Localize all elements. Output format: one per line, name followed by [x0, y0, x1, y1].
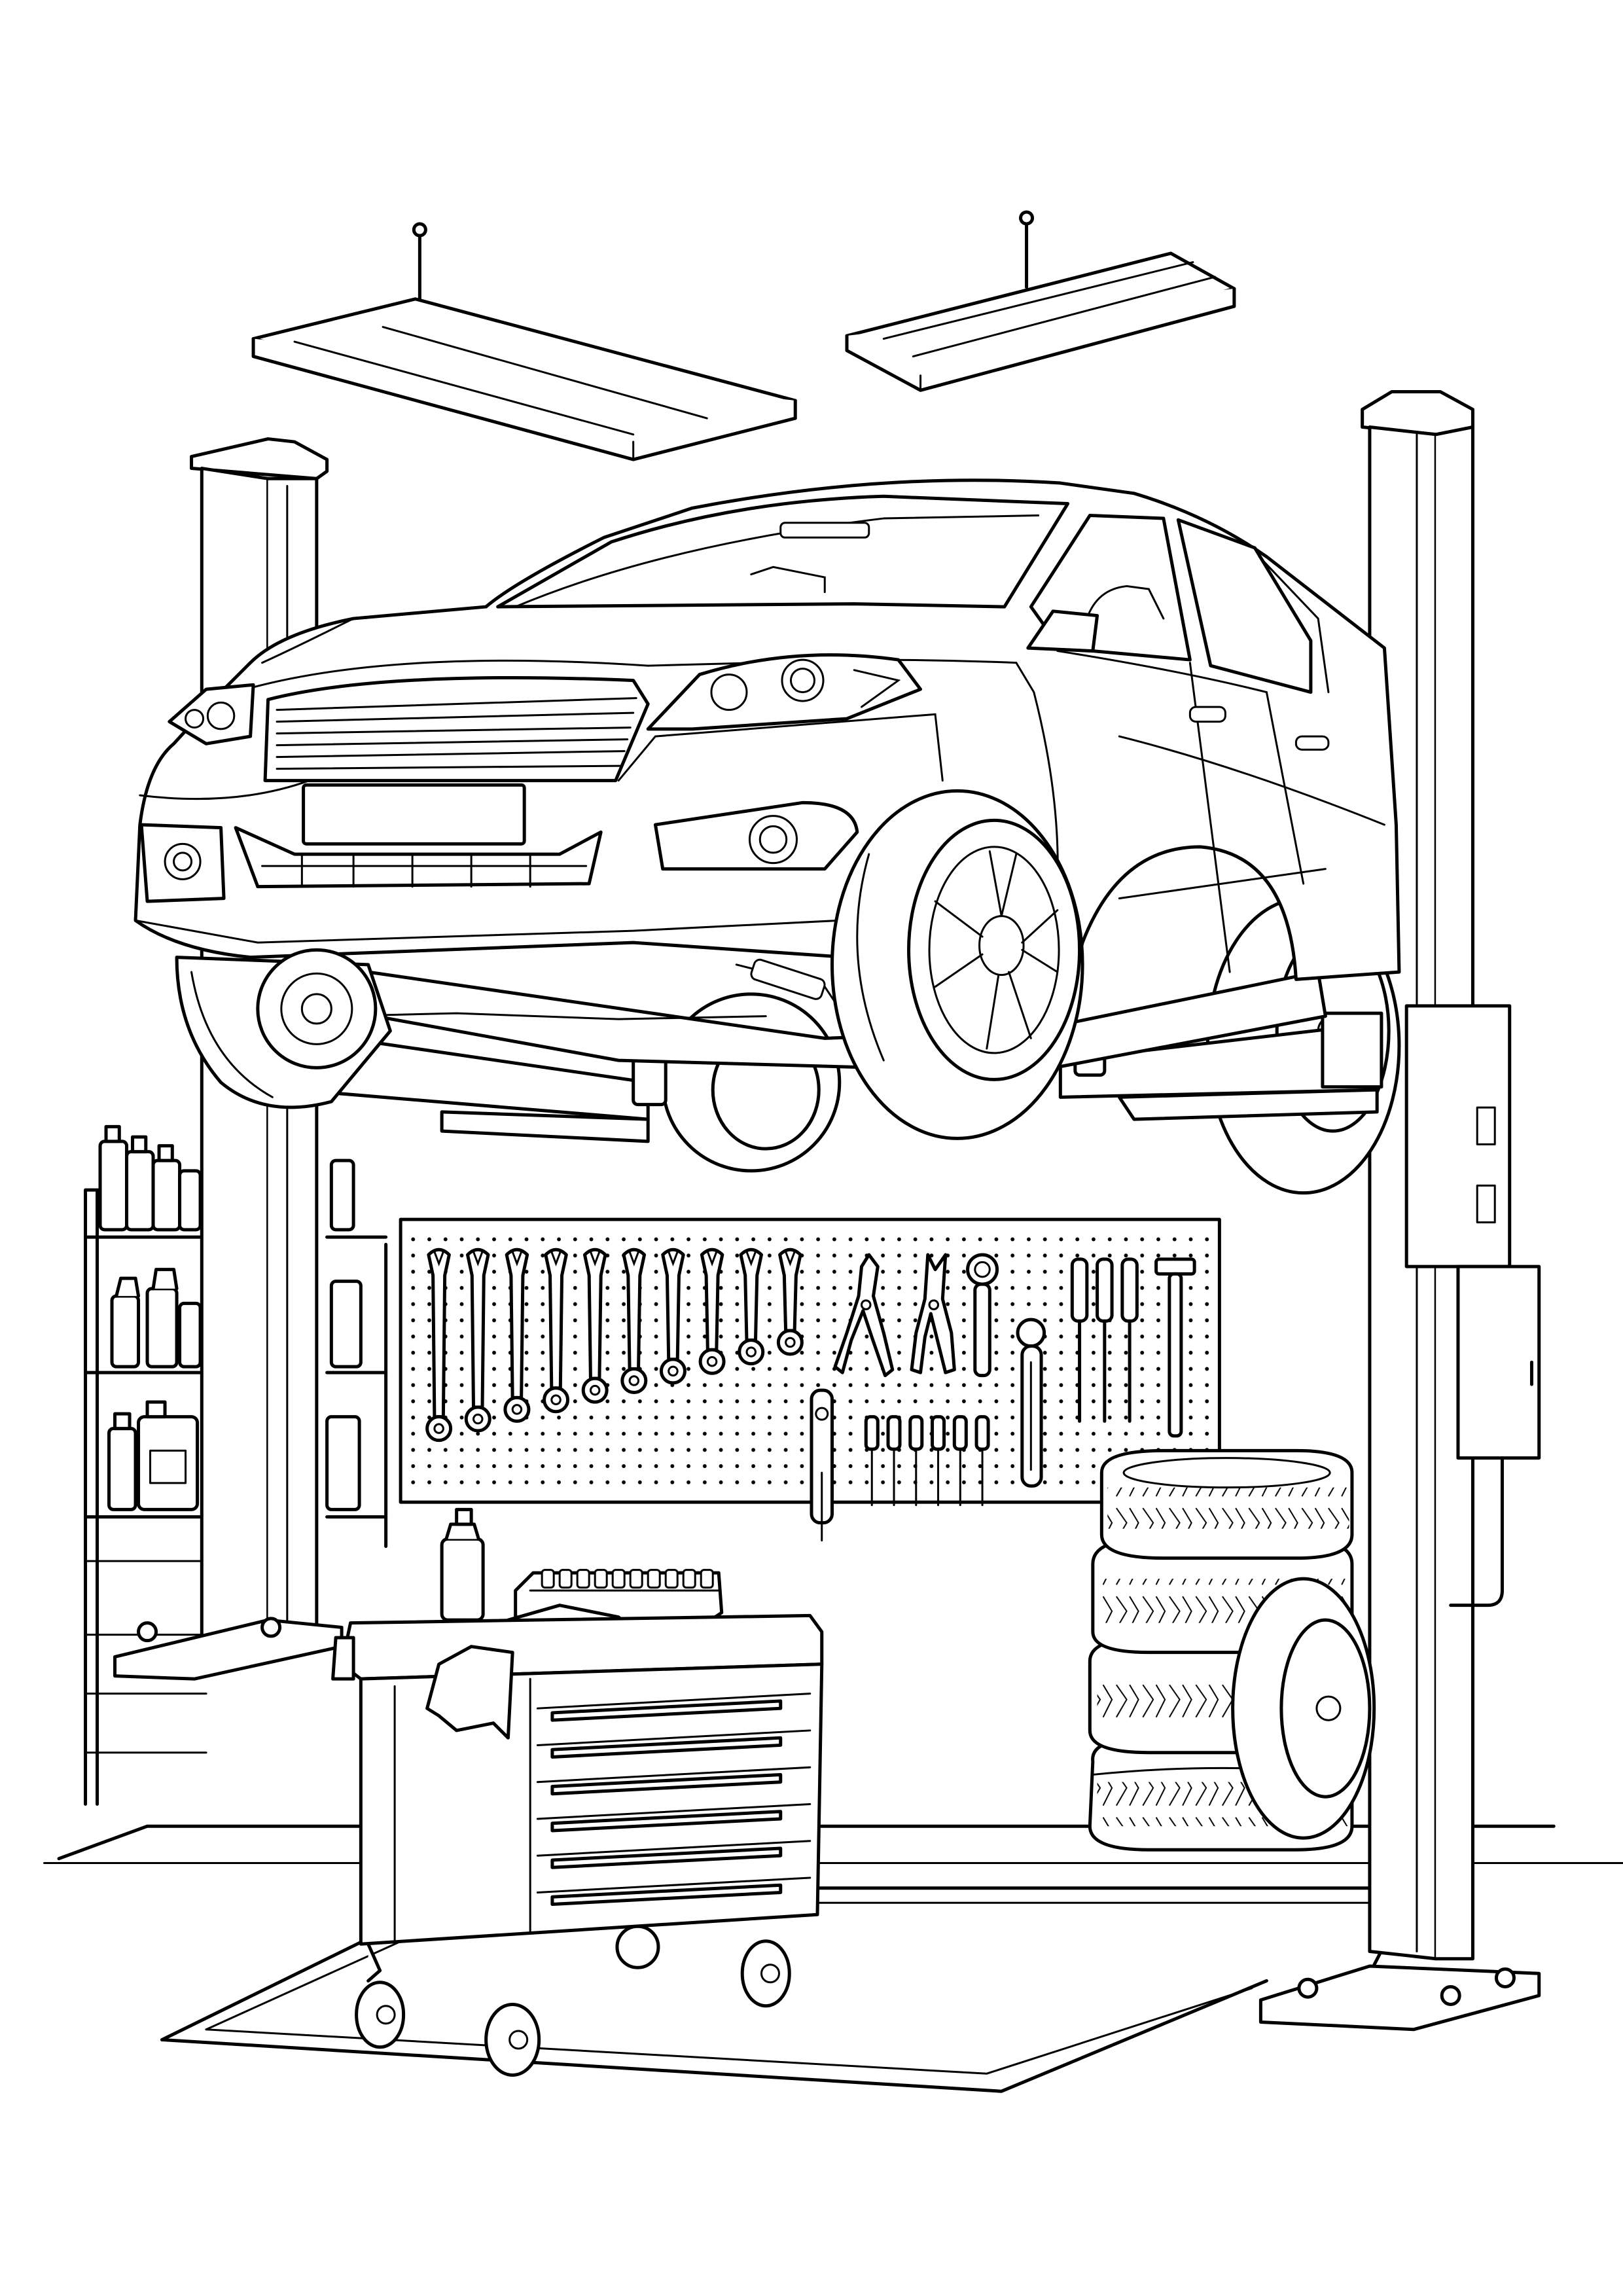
right-shelf-items [327, 1160, 361, 1509]
hammer [1156, 1259, 1195, 1436]
cart-top-items [442, 1509, 722, 1634]
cart-caster [486, 2004, 539, 2075]
wrench [544, 1249, 568, 1412]
wrench [740, 1249, 763, 1363]
wrench [427, 1249, 451, 1440]
front-wheel-left [177, 950, 390, 1107]
lift-arm-right [1060, 1013, 1382, 1119]
wrench [466, 1249, 490, 1431]
ceiling-light-left [253, 224, 795, 459]
lift-control-box [1406, 1006, 1539, 1605]
wrench [700, 1249, 724, 1373]
license-plate [304, 785, 525, 844]
screwdriver [866, 1417, 878, 1505]
leaning-wheel [1233, 1579, 1374, 1838]
lower-grille [236, 828, 601, 887]
ratchet-handle [968, 1255, 1044, 1486]
cart-caster [617, 1926, 658, 1967]
screwdriver [1097, 1259, 1113, 1422]
wrench [622, 1249, 646, 1392]
car [135, 480, 1399, 1072]
rear-side-window [1178, 520, 1311, 692]
screwdriver [910, 1417, 922, 1505]
socket [701, 1570, 713, 1588]
socket [560, 1570, 571, 1588]
oil-bottle [100, 1126, 200, 1230]
socket [577, 1570, 589, 1588]
screwdriver [954, 1417, 966, 1505]
socket [630, 1570, 642, 1588]
screwdriver [933, 1417, 944, 1505]
front-wheel-right [832, 791, 1083, 1138]
supply-shelf [86, 1126, 386, 1804]
screwdriver [976, 1417, 988, 1505]
tool-cart [333, 1509, 822, 2075]
screwdriver [888, 1417, 900, 1505]
screwdrivers [866, 1259, 1137, 1505]
wrench [661, 1249, 685, 1383]
wrench [505, 1249, 529, 1421]
cart-caster [357, 1944, 404, 2047]
socket [666, 1570, 677, 1588]
socket [648, 1570, 660, 1588]
socket [613, 1570, 624, 1588]
ceiling-light-right [847, 212, 1234, 390]
socket [595, 1570, 607, 1588]
shop-rag [427, 1647, 513, 1738]
cart-drawer [537, 1694, 810, 1905]
tire-stack [1090, 1450, 1352, 1850]
spray-bottle [112, 1270, 200, 1367]
headlight-right [648, 655, 920, 729]
pliers [835, 1255, 954, 1376]
wrench [583, 1249, 607, 1402]
socket-wrench-set [812, 1390, 832, 1541]
tire [1101, 1450, 1352, 1558]
wrench-set [427, 1249, 802, 1440]
cart-caster [742, 1941, 789, 2006]
socket [542, 1570, 554, 1588]
screwdriver [1072, 1259, 1087, 1422]
canister [109, 1402, 198, 1509]
wrench [778, 1249, 802, 1354]
windshield [498, 496, 1068, 607]
screwdriver [1122, 1259, 1137, 1422]
side-mirror [1028, 611, 1097, 651]
socket [683, 1570, 695, 1588]
lift-post-right [1260, 392, 1539, 2030]
